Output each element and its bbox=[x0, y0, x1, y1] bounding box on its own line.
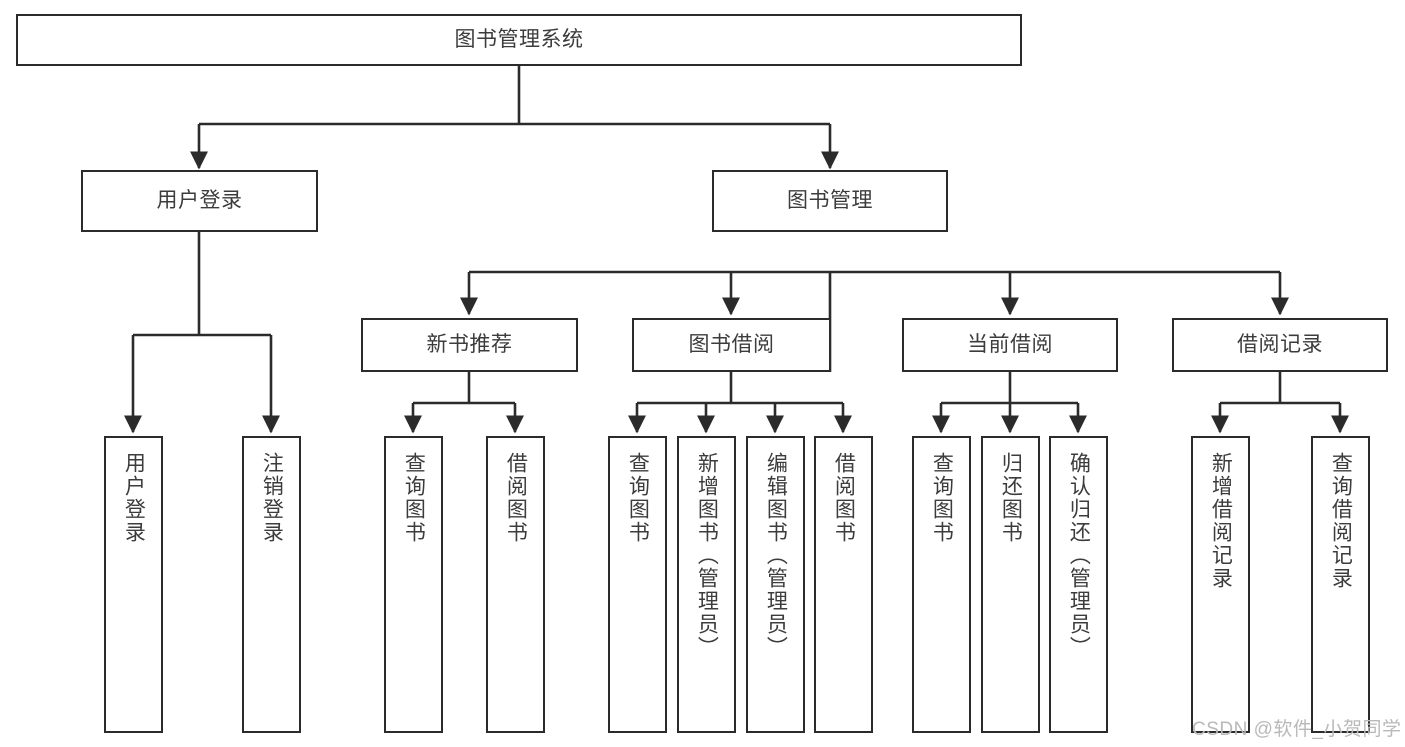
node-label: 图书管理 bbox=[787, 189, 873, 213]
node-label: 归还图书 bbox=[999, 452, 1023, 544]
watermark-text: CSDN @软件_小贺同学 bbox=[1192, 719, 1402, 740]
node-label: 借阅图书 bbox=[504, 452, 528, 544]
node-leaf-logout[interactable]: 注销登录 bbox=[242, 436, 301, 733]
node-root-book-management-system[interactable]: 图书管理系统 bbox=[16, 14, 1022, 66]
node-label: 查询图书 bbox=[402, 452, 426, 544]
node-leaf-return-book[interactable]: 归还图书 bbox=[981, 436, 1040, 733]
node-label: 借阅图书 bbox=[832, 452, 856, 544]
node-book-management[interactable]: 图书管理 bbox=[712, 170, 948, 232]
node-new-book-recommend[interactable]: 新书推荐 bbox=[361, 318, 578, 372]
node-label: 查询图书 bbox=[930, 452, 954, 544]
node-label: 图书借阅 bbox=[688, 333, 775, 357]
node-label: 查询借阅记录 bbox=[1329, 452, 1353, 590]
node-leaf-edit-book-admin[interactable]: 编辑图书（管理员） bbox=[746, 436, 805, 733]
node-leaf-query-book[interactable]: 查询图书 bbox=[608, 436, 667, 733]
node-leaf-query-book-current[interactable]: 查询图书 bbox=[912, 436, 971, 733]
node-label: 编辑图书（管理员） bbox=[764, 452, 788, 659]
node-book-borrow[interactable]: 图书借阅 bbox=[632, 318, 831, 372]
node-label: 新增图书（管理员） bbox=[695, 452, 719, 659]
node-label: 新增借阅记录 bbox=[1209, 452, 1233, 590]
node-leaf-borrow-book[interactable]: 借阅图书 bbox=[814, 436, 873, 733]
node-leaf-query-borrow-record[interactable]: 查询借阅记录 bbox=[1311, 436, 1370, 733]
node-current-borrow[interactable]: 当前借阅 bbox=[902, 318, 1118, 372]
node-leaf-query-book-recommend[interactable]: 查询图书 bbox=[384, 436, 443, 733]
node-label: 查询图书 bbox=[626, 452, 650, 544]
node-leaf-add-book-admin[interactable]: 新增图书（管理员） bbox=[677, 436, 736, 733]
node-user-login[interactable]: 用户登录 bbox=[81, 170, 318, 232]
node-borrow-record[interactable]: 借阅记录 bbox=[1172, 318, 1388, 372]
node-label: 图书管理系统 bbox=[454, 28, 584, 52]
node-label: 借阅记录 bbox=[1237, 333, 1323, 357]
node-leaf-user-login[interactable]: 用户登录 bbox=[104, 436, 163, 733]
node-label: 当前借阅 bbox=[967, 333, 1053, 357]
node-leaf-confirm-return-admin[interactable]: 确认归还（管理员） bbox=[1049, 436, 1108, 733]
node-label: 确认归还（管理员） bbox=[1067, 452, 1091, 659]
node-leaf-add-borrow-record[interactable]: 新增借阅记录 bbox=[1191, 436, 1250, 733]
node-label: 新书推荐 bbox=[426, 333, 513, 357]
node-label: 注销登录 bbox=[260, 452, 284, 544]
node-label: 用户登录 bbox=[156, 189, 243, 213]
node-label: 用户登录 bbox=[122, 452, 146, 544]
node-leaf-borrow-book-recommend[interactable]: 借阅图书 bbox=[486, 436, 545, 733]
